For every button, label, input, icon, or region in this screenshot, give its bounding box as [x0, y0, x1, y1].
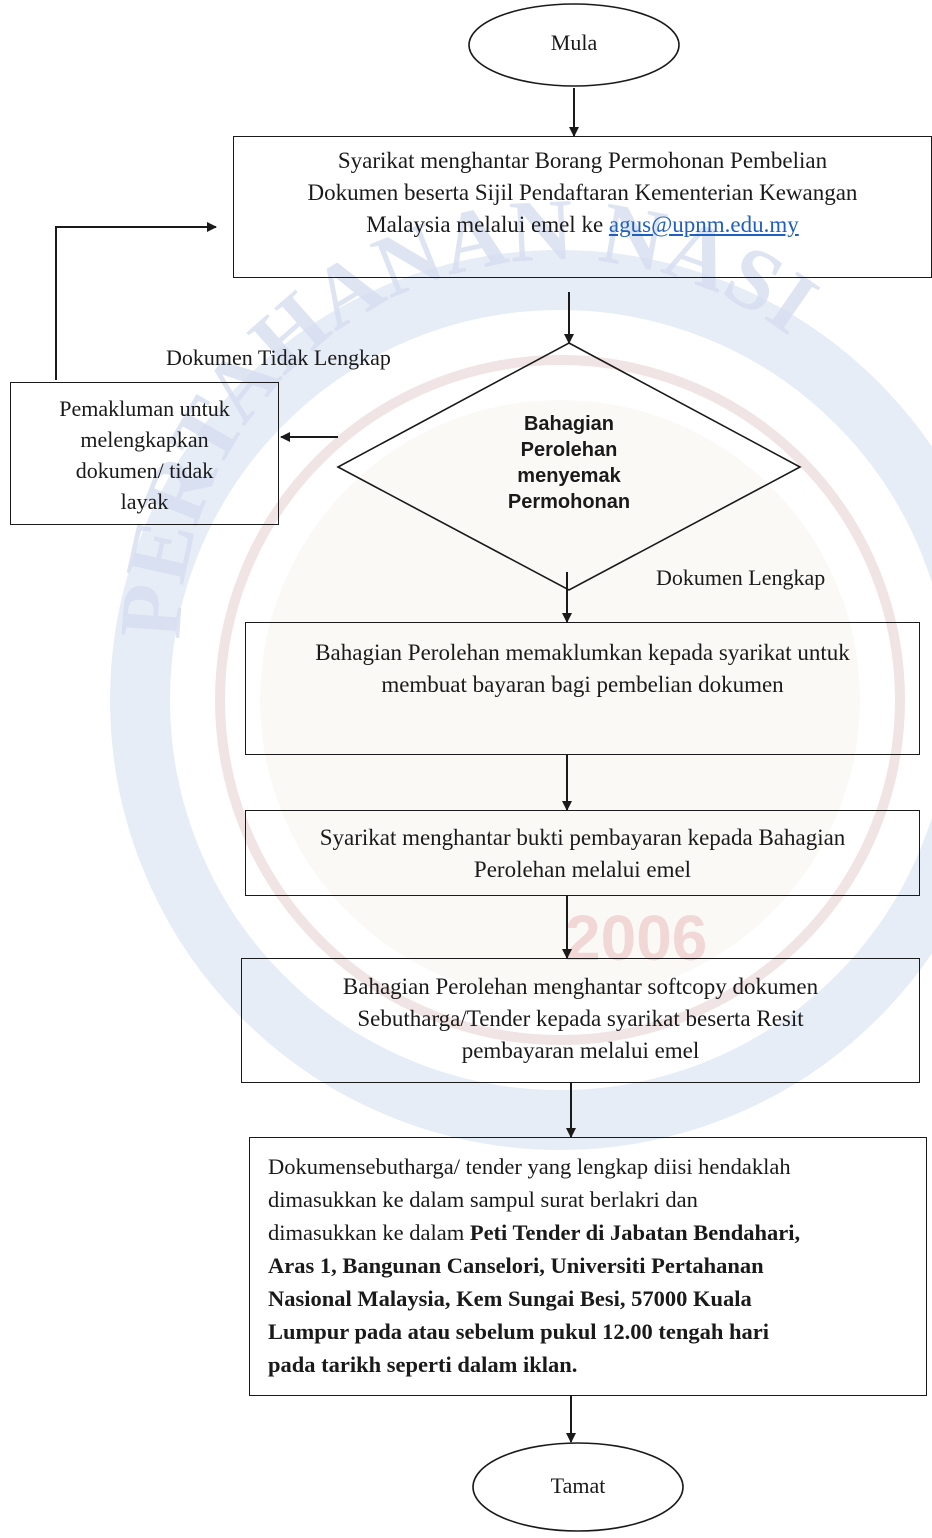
step5-line1: Dokumensebutharga/ tender yang lengkap d… [268, 1154, 791, 1179]
step4-line2: Sebutharga/Tender kepada syarikat besert… [357, 1006, 804, 1031]
step5-line3: dimasukkan ke dalam Peti Tender di Jabat… [268, 1216, 926, 1249]
start-oval [468, 3, 680, 87]
step1-line1: Syarikat menghantar Borang Permohonan Pe… [337, 148, 828, 173]
step-send-softcopy: Bahagian Perolehan menghantar softcopy d… [241, 958, 920, 1083]
decision-line2: Perolehan [520, 439, 618, 461]
step5-line4: Aras 1, Bangunan Canselori, Universiti P… [268, 1253, 764, 1278]
step1-line3: Malaysia melalui emel ke agus@upnm.edu.m… [234, 209, 931, 241]
step2-line1: Bahagian Perolehan memaklumkan kepada sy… [315, 640, 850, 665]
step3-line2: Perolehan melalui emel [473, 857, 692, 882]
start-label: Mula [550, 30, 598, 55]
step-notify-payment: Bahagian Perolehan memaklumkan kepada sy… [245, 622, 920, 755]
step-submit-tender: Dokumensebutharga/ tender yang lengkap d… [249, 1137, 927, 1396]
step1-line3-prefix: Malaysia melalui emel ke [366, 212, 609, 237]
step-submit-application: Syarikat menghantar Borang Permohonan Pe… [233, 136, 932, 278]
decision-text: Bahagian Perolehan menyemak Permohonan [460, 411, 678, 515]
decision-line1: Bahagian [523, 413, 615, 435]
notify-line2: melengkapkan [80, 427, 209, 452]
step3-line1: Syarikat menghantar bukti pembayaran kep… [319, 825, 846, 850]
step4-line3: pembayaran melalui emel [461, 1038, 700, 1063]
decision-diamond [336, 342, 802, 591]
label-complete-documents: Dokumen Lengkap [656, 565, 826, 590]
decision-line3: menyemak [517, 465, 621, 487]
notify-line4: layak [120, 489, 169, 514]
end-oval [472, 1442, 684, 1532]
step5-line2: dimasukkan ke dalam sampul surat berlakr… [268, 1187, 698, 1212]
step1-line2: Dokumen beserta Sijil Pendaftaran Kement… [307, 180, 858, 205]
notify-incomplete-box: Pemakluman untuk melengkapkan dokumen/ t… [10, 382, 279, 525]
end-label: Tamat [550, 1473, 606, 1498]
step5-line5: Nasional Malaysia, Kem Sungai Besi, 5700… [268, 1286, 752, 1311]
notify-line3: dokumen/ tidak [75, 458, 214, 483]
watermark-year: 2006 [565, 902, 707, 974]
step5-line3-plain: dimasukkan ke dalam [268, 1220, 470, 1245]
decision-line4: Permohonan [507, 491, 631, 513]
step5-line6: Lumpur pada atau sebelum pukul 12.00 ten… [268, 1319, 769, 1344]
step4-line1: Bahagian Perolehan menghantar softcopy d… [342, 974, 819, 999]
step-send-payment-proof: Syarikat menghantar bukti pembayaran kep… [245, 810, 920, 896]
notify-line1: Pemakluman untuk [59, 396, 230, 421]
step2-line2: membuat bayaran bagi pembelian dokumen [381, 672, 784, 697]
label-incomplete-documents: Dokumen Tidak Lengkap [166, 345, 391, 370]
step5-line3-bold: Peti Tender di Jabatan Bendahari, [469, 1220, 801, 1245]
step5-line7: pada tarikh seperti dalam iklan. [268, 1352, 578, 1377]
feedback-loop-line [55, 222, 217, 380]
email-link[interactable]: agus@upnm.edu.my [608, 212, 799, 237]
